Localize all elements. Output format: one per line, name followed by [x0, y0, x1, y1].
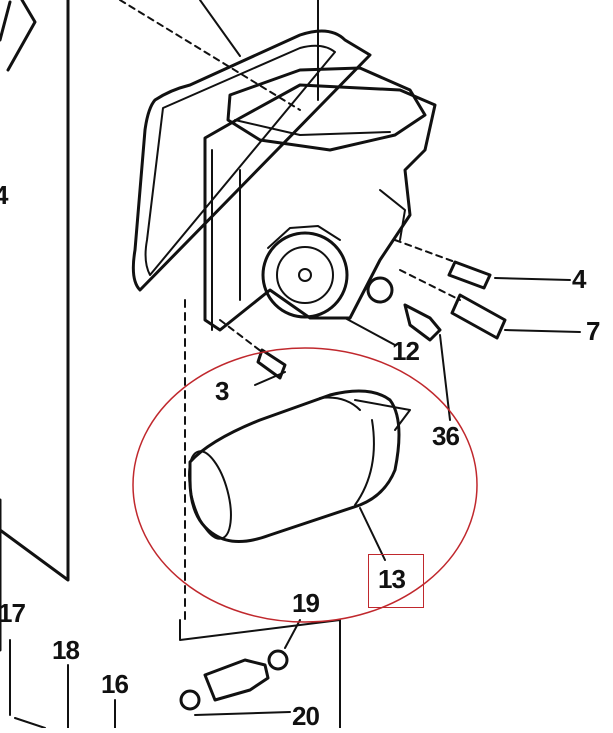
callout-16: 16: [101, 669, 129, 699]
callout-19: 19: [292, 588, 320, 618]
bolt-4: [447, 260, 492, 290]
callout-36: 36: [432, 421, 460, 451]
callout-4-left: 4: [0, 180, 9, 210]
callout-12: 12: [392, 336, 420, 366]
callout-3: 3: [215, 376, 230, 406]
fitting-20: [203, 658, 270, 702]
frame-lines: [0, 0, 70, 652]
highlight-circle: [132, 347, 478, 623]
bolt-3: [256, 348, 287, 380]
callout-4: 4: [572, 264, 587, 294]
gasket-plate: [131, 29, 372, 292]
fitting-36: [403, 303, 442, 342]
motor-disc: [261, 231, 349, 319]
callout-18: 18: [52, 635, 80, 665]
o-ring-19: [267, 649, 289, 671]
housing-body: [203, 83, 437, 332]
callout-20: 20: [292, 701, 320, 731]
bolt-7: [450, 293, 507, 340]
callout-17: 17: [0, 598, 26, 628]
callout-13: 13: [378, 564, 406, 594]
top-cover: [226, 66, 427, 152]
callout-13-highlight-box: [368, 554, 424, 608]
filter-cylinder: [188, 389, 401, 543]
knob: [366, 276, 394, 304]
callout-7: 7: [586, 316, 601, 346]
